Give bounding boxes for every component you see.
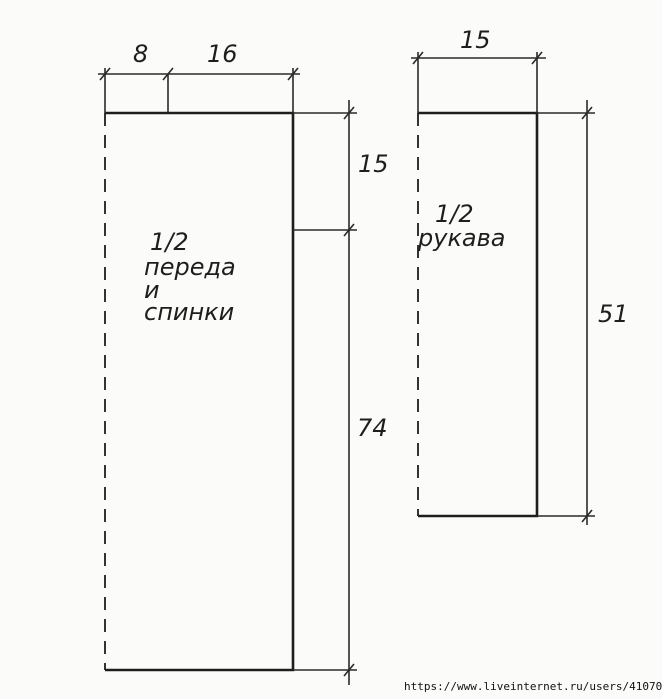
- dim-8: 8: [133, 40, 148, 68]
- tick: [343, 106, 355, 120]
- tick: [162, 67, 174, 81]
- tick: [99, 67, 111, 81]
- piece-label: и: [144, 276, 160, 304]
- front-back-outline: [105, 111, 295, 672]
- tick: [581, 509, 593, 523]
- dim-51: 51: [598, 300, 629, 328]
- watermark: https://www.liveinternet.ru/users/410704…: [404, 680, 662, 693]
- tick: [531, 51, 543, 65]
- tick: [287, 67, 299, 81]
- front-back-piece: 8 16 15 74 1/2 переда и спинки: [98, 40, 389, 685]
- dim-15: 15: [358, 150, 389, 178]
- tick: [412, 51, 424, 65]
- sleeve-outline: [418, 111, 539, 518]
- sleeve-piece: 15 51 1/2 рукава: [411, 26, 629, 525]
- tick: [343, 663, 355, 677]
- tick: [581, 106, 593, 120]
- piece-label-fraction: 1/2: [435, 200, 474, 228]
- piece-label: рукава: [417, 224, 506, 252]
- dim-74: 74: [357, 414, 388, 442]
- piece-label: переда: [144, 253, 236, 281]
- piece-label-fraction: 1/2: [150, 228, 189, 256]
- dim-15: 15: [460, 26, 491, 54]
- tick: [343, 223, 355, 237]
- dim-16: 16: [207, 40, 238, 68]
- piece-label: спинки: [144, 298, 234, 326]
